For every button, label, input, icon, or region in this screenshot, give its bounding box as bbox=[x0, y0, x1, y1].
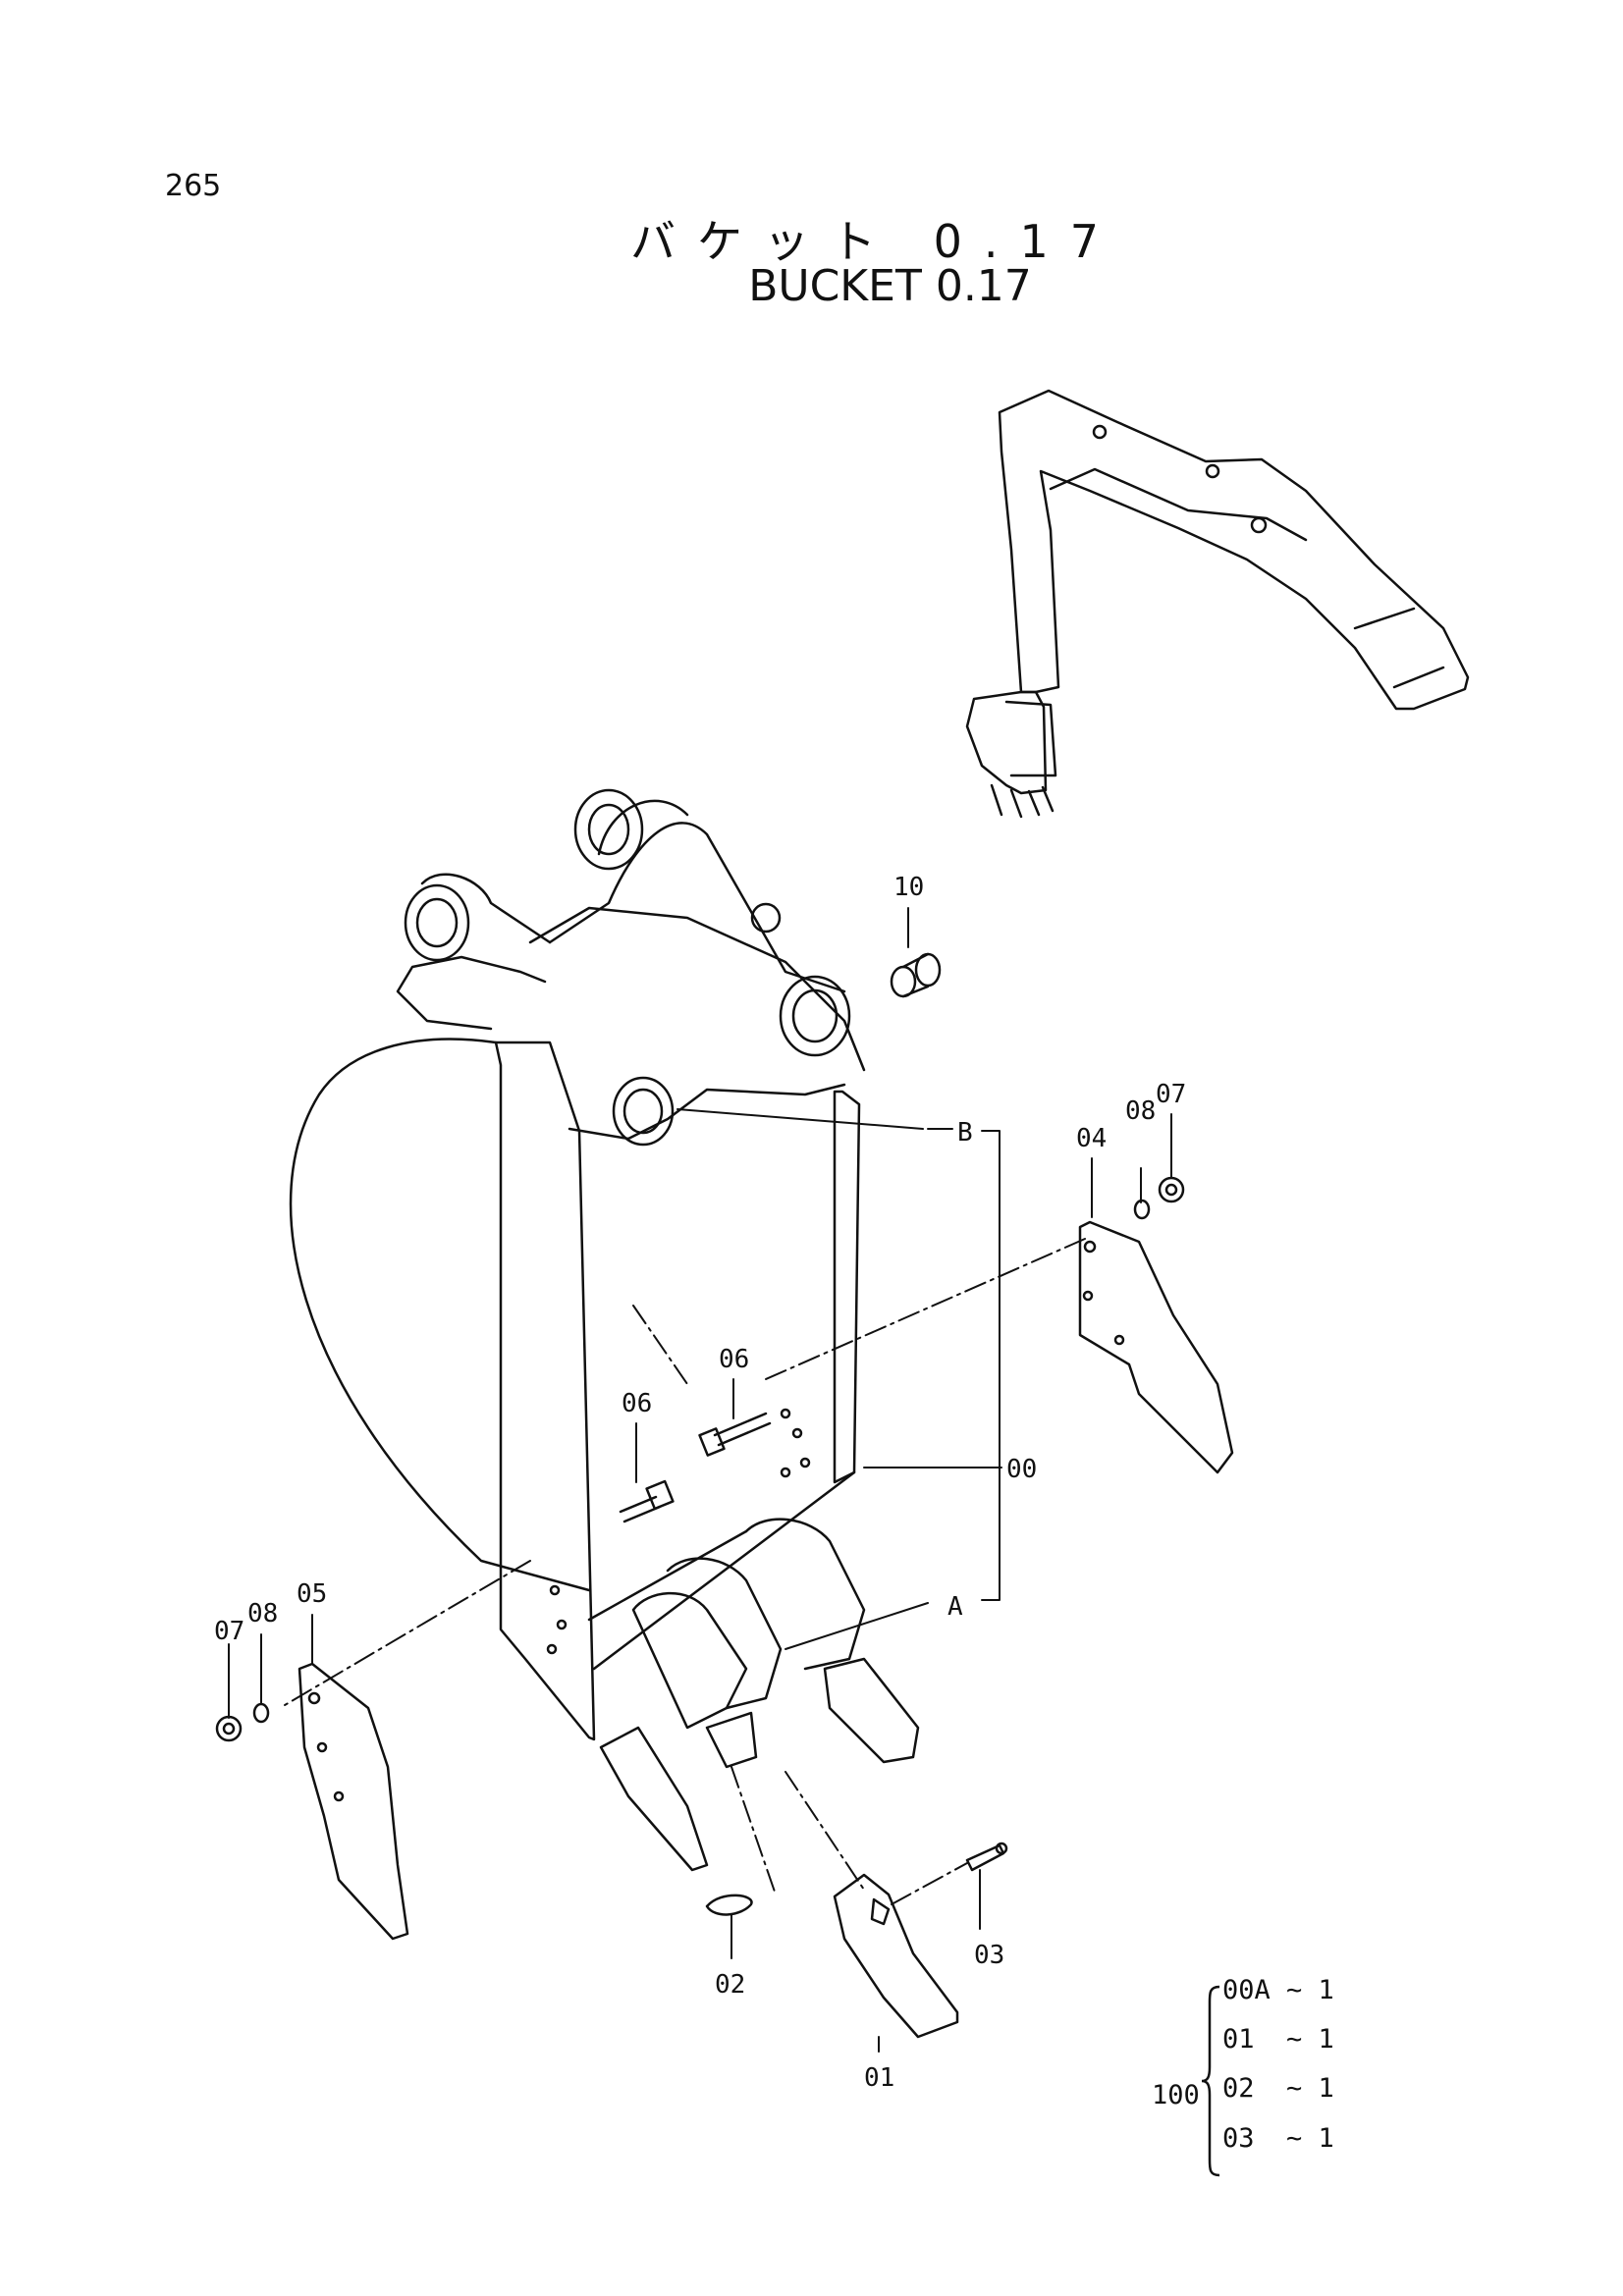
kit-qty: ~ 1 bbox=[1286, 2024, 1334, 2055]
kit-row-02: 02 ~ 1 bbox=[1222, 2073, 1334, 2104]
side-cutter-left bbox=[298, 1662, 409, 1941]
washer-08-right bbox=[1133, 1199, 1151, 1220]
kit-qty: ~ 1 bbox=[1286, 2123, 1334, 2154]
reference-b: B bbox=[957, 1118, 973, 1148]
kit-number: 100 bbox=[1152, 2080, 1200, 2110]
kit-qty: ~ 1 bbox=[1286, 2073, 1334, 2104]
callout-10: 10 bbox=[893, 873, 924, 902]
washer-08-left bbox=[252, 1702, 270, 1724]
kit-part: 00A bbox=[1222, 1975, 1271, 2005]
callout-08-right: 08 bbox=[1125, 1096, 1156, 1126]
bolt-06-lower bbox=[619, 1479, 675, 1523]
callout-04: 04 bbox=[1076, 1124, 1107, 1153]
leader-lines bbox=[228, 907, 1172, 2053]
callout-05: 05 bbox=[297, 1579, 327, 1609]
page-number: 265 bbox=[165, 169, 222, 203]
bushing-10 bbox=[890, 952, 942, 998]
kit-qty: ~ 1 bbox=[1286, 1975, 1334, 2005]
callout-03: 03 bbox=[974, 1941, 1004, 1970]
title-japanese: バケット 0.17 bbox=[629, 215, 1121, 268]
callout-02: 02 bbox=[715, 1970, 745, 2000]
kit-row-03: 03 ~ 1 bbox=[1222, 2123, 1334, 2154]
kit-part: 03 bbox=[1222, 2123, 1255, 2154]
pin-03 bbox=[965, 1842, 1008, 1872]
kit-brace bbox=[1201, 1985, 1220, 2177]
bucket-body bbox=[289, 788, 920, 1872]
excavator-arm-inset bbox=[965, 389, 1470, 819]
nut-07-right bbox=[1158, 1176, 1185, 1203]
callout-07-left: 07 bbox=[214, 1617, 244, 1646]
bolt-06-upper bbox=[698, 1412, 772, 1457]
title-english: BUCKET 0.17 bbox=[748, 261, 1032, 311]
callout-01: 01 bbox=[864, 2063, 894, 2093]
kit-part: 01 bbox=[1222, 2024, 1255, 2055]
side-cutter-right bbox=[1078, 1220, 1234, 1474]
kit-row-01: 01 ~ 1 bbox=[1222, 2024, 1334, 2055]
lock-ring-02 bbox=[705, 1894, 753, 1916]
kit-part: 02 bbox=[1222, 2073, 1255, 2104]
callout-08-left: 08 bbox=[247, 1599, 278, 1629]
assembly-lines bbox=[279, 1238, 1086, 1905]
kit-row-00a: 00A ~ 1 bbox=[1222, 1975, 1334, 2005]
callout-00: 00 bbox=[1006, 1455, 1037, 1484]
tooth-01 bbox=[833, 1873, 959, 2039]
nut-07-left bbox=[215, 1715, 243, 1742]
callout-06-upper: 06 bbox=[719, 1345, 749, 1374]
callout-07-right: 07 bbox=[1156, 1080, 1186, 1109]
callout-06-lower: 06 bbox=[622, 1389, 652, 1418]
reference-a: A bbox=[947, 1592, 963, 1622]
